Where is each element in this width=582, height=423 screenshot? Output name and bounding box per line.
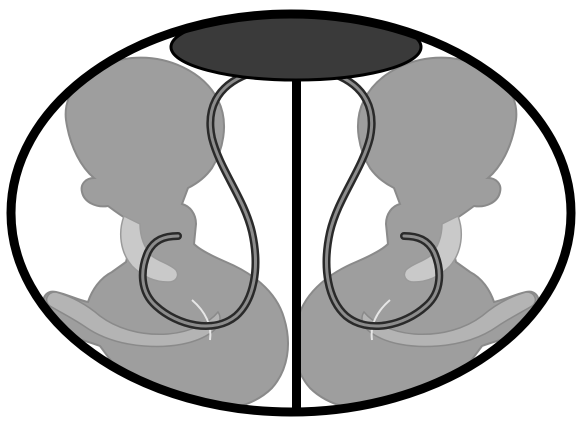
dividing-membrane xyxy=(292,70,301,420)
